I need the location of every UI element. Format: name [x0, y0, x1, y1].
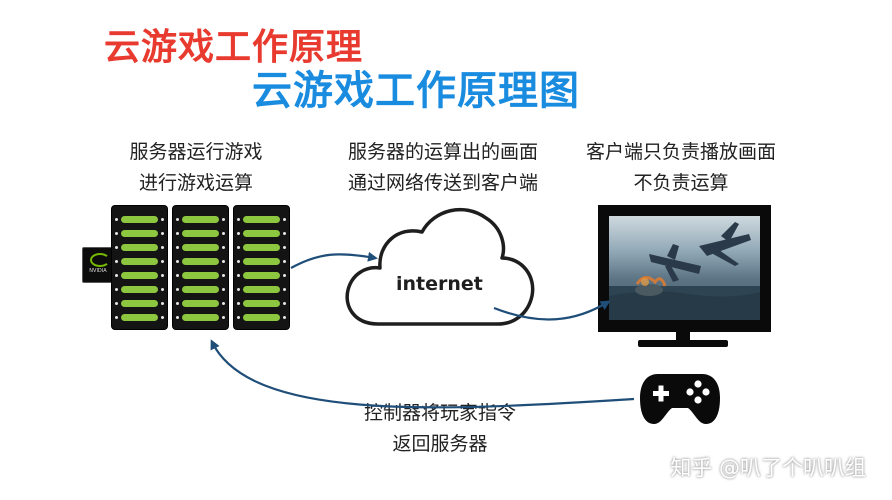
monitor-icon [598, 205, 771, 332]
server-caption-line1: 服务器运行游戏 [129, 141, 263, 163]
nvidia-label: NVIDIA [89, 268, 107, 274]
network-caption: 服务器的运算出的画面 通过网络传送到客户端 [330, 137, 556, 199]
watermark: 知乎 @叭了个叭叭组 [670, 456, 866, 480]
red-title: 云游戏工作原理 [104, 27, 364, 68]
controller-caption-line2: 返回服务器 [392, 433, 488, 455]
server-caption-line2: 进行游戏运算 [138, 172, 253, 194]
cloud-icon [345, 207, 535, 326]
monitor-neck [676, 332, 690, 341]
game-controller-icon [640, 374, 720, 424]
server-rack-icon [234, 206, 289, 329]
server-to-cloud-arrow [290, 251, 378, 269]
game-screen [609, 216, 760, 320]
blue-title: 云游戏工作原理图 [252, 68, 580, 114]
server-rack-icon [112, 206, 167, 329]
client-caption: 客户端只负责播放画面 不负责运算 [568, 137, 794, 199]
controller-to-server-arrow [210, 339, 635, 409]
server-caption: 服务器运行游戏 进行游戏运算 [106, 137, 286, 199]
client-caption-line1: 客户端只负责播放画面 [585, 141, 776, 163]
client-caption-line2: 不负责运算 [633, 172, 729, 194]
internet-label: internet [396, 273, 483, 295]
server-rack-icon [173, 206, 228, 329]
monitor-base [638, 340, 728, 347]
network-caption-line1: 服务器的运算出的画面 [347, 141, 538, 163]
cloud-to-monitor-arrow [493, 300, 611, 321]
network-caption-line2: 通过网络传送到客户端 [347, 172, 538, 194]
